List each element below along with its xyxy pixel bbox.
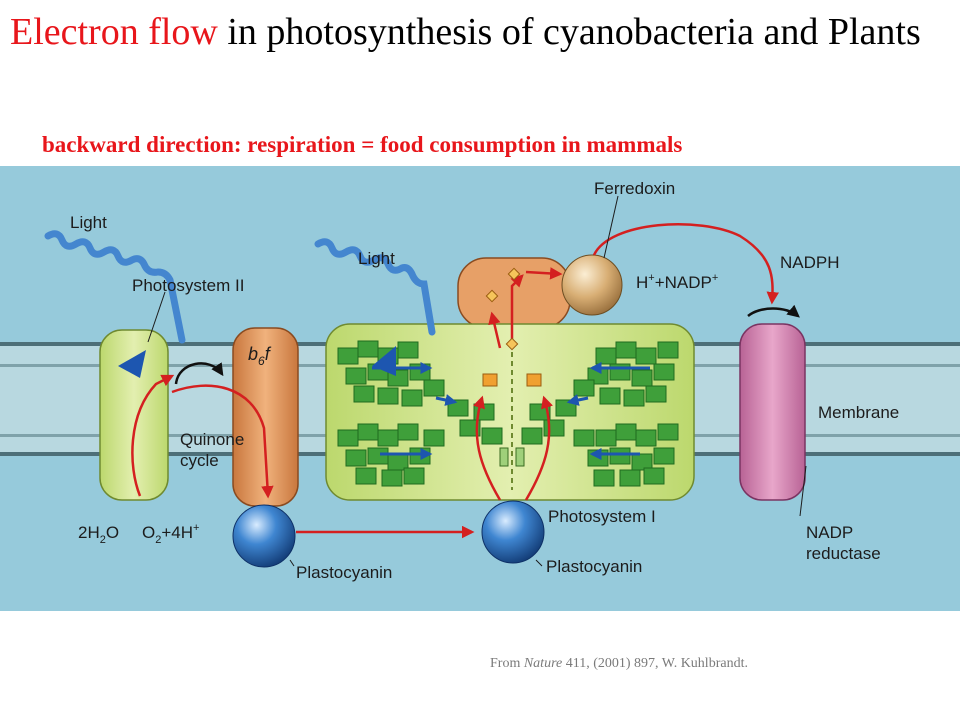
b6f-label: b6f: [248, 344, 272, 368]
oxygen-label: O2+4H+: [142, 522, 199, 546]
slide-title: Electron flow in photosynthesis of cyano…: [10, 10, 955, 54]
h-nadp-label: H++NADP+: [636, 272, 718, 292]
light-arrowhead-psi: [372, 346, 396, 376]
light-label-psii: Light: [70, 213, 107, 232]
electron-flow-diagram: Light Light Photosystem II b6f Quinone c…: [0, 166, 960, 611]
plastocyanin-sphere-right: [481, 500, 545, 564]
photosystem-ii-complex: [99, 329, 169, 501]
plastocyanin-label-left: Plastocyanin: [296, 563, 392, 582]
nadp-reductase-complex: [739, 323, 806, 501]
reaction-center-chain: [447, 373, 577, 467]
energy-transfer-arrows: [372, 362, 650, 460]
light-arrow-psi: [314, 238, 436, 336]
cofactor-markers: [485, 267, 521, 351]
photosystem-ii-label: Photosystem II: [132, 276, 244, 295]
light-label-psi: Light: [358, 249, 395, 268]
quinone-cycle-arrow: [174, 362, 224, 385]
quinone-cycle-label-1: Quinone: [180, 430, 244, 449]
label-pointer-lines: [147, 195, 807, 567]
membrane-label: Membrane: [818, 403, 899, 422]
title-highlight-electron: Electron: [10, 11, 139, 53]
plastocyanin-label-right: Plastocyanin: [546, 557, 642, 576]
source-credit: From Nature 411, (2001) 897, W. Kuhlbran…: [490, 656, 748, 671]
plastocyanin-sphere-left: [232, 504, 296, 568]
title-highlight-flow: flow: [148, 11, 218, 53]
subtitle: backward direction: respiration = food c…: [42, 132, 683, 157]
nadph-reaction-arrow: [747, 304, 800, 318]
quinone-cycle-label-2: cycle: [180, 451, 219, 470]
electron-flow-arrows: [131, 223, 779, 539]
nadp-reductase-label-2: reductase: [806, 544, 881, 563]
photosystem-i-label: Photosystem I: [548, 507, 656, 526]
nadp-reductase-label-1: NADP: [806, 523, 853, 542]
ferredoxin-label: Ferredoxin: [594, 179, 675, 198]
nadph-label: NADPH: [780, 253, 840, 272]
water-label: 2H2O: [78, 523, 119, 546]
light-arrow-psii: [44, 230, 186, 344]
ferredoxin-sphere: [561, 254, 623, 316]
title-text: in photosynthesis of cyanobacteria and P…: [217, 11, 921, 53]
light-arrowhead-psii: [118, 350, 146, 378]
